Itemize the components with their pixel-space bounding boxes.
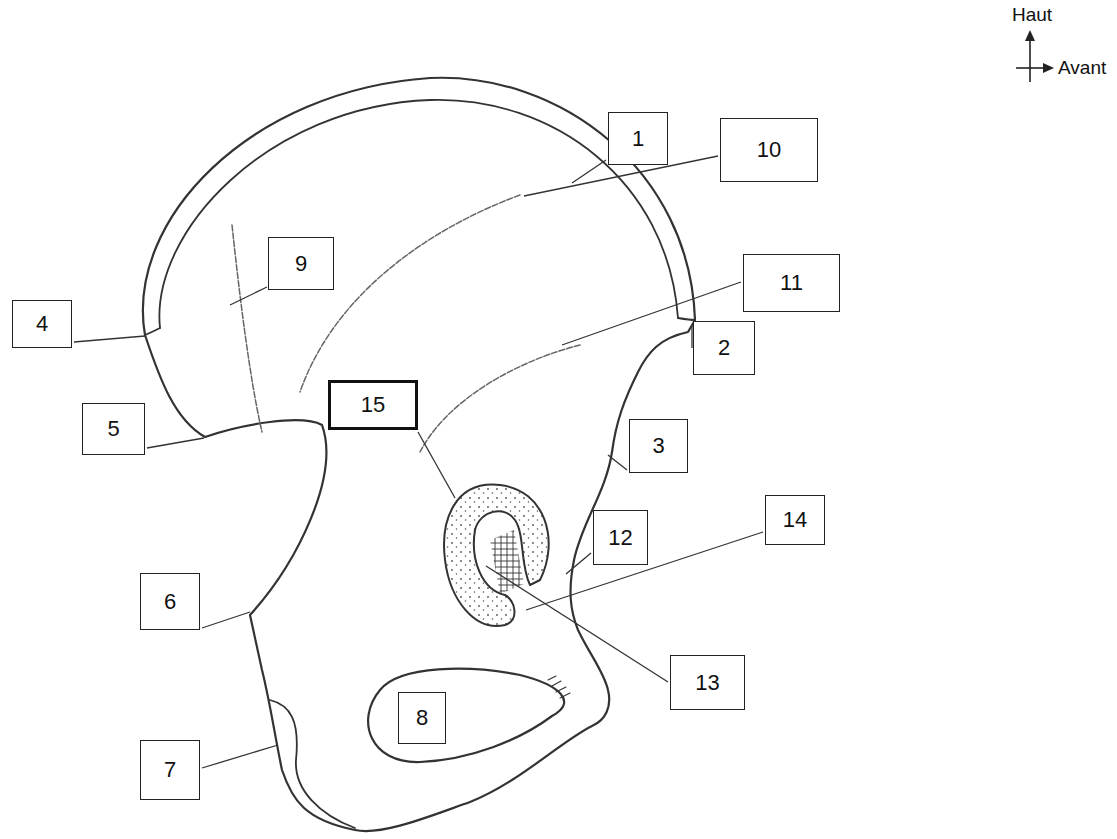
callout-number: 10 [720,118,818,182]
callout-number: 11 [743,254,840,312]
callout-number: 8 [398,692,446,744]
callout-number: 13 [670,655,745,710]
callout-number: 1 [608,112,668,165]
callout-number: 6 [140,573,200,630]
callout-number: 3 [629,419,688,473]
callout-number: 9 [268,237,334,290]
callout-number: 2 [693,321,755,375]
callout-number: 7 [140,740,200,800]
callout-number: 15 [328,380,418,430]
callout-number: 4 [12,300,72,348]
callout-number: 5 [82,403,145,455]
callout-number: 14 [765,495,825,545]
callout-number: 12 [593,510,648,565]
orientation-label: Avant [1058,57,1106,79]
orientation-label: Haut [1012,4,1052,26]
